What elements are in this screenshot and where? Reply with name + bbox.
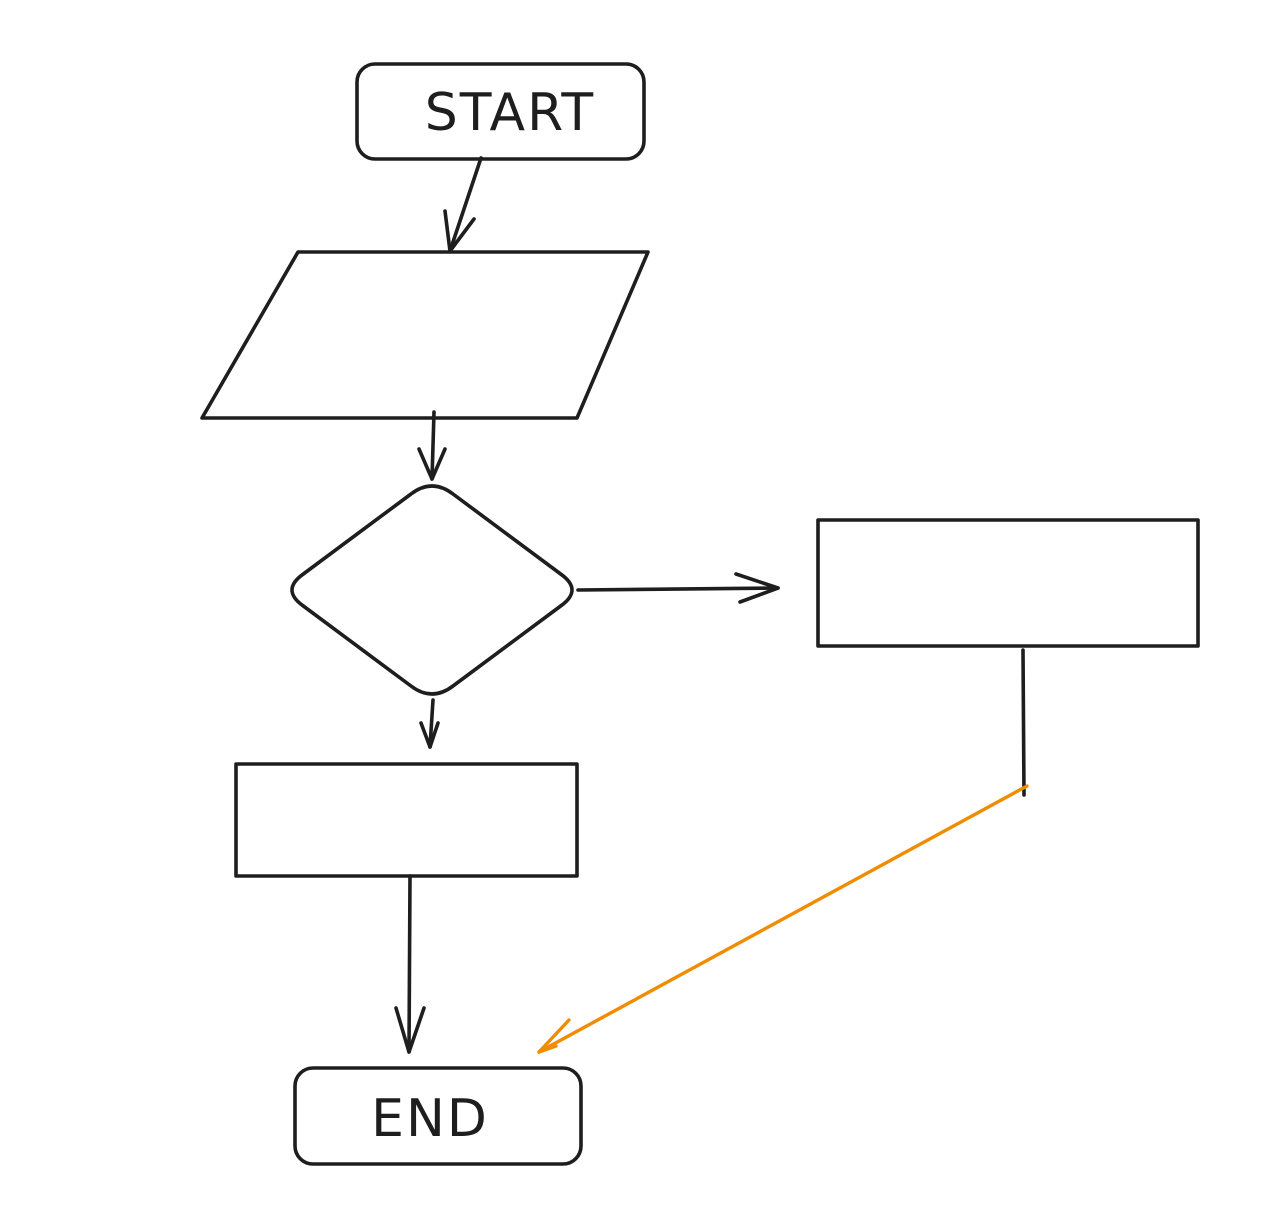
- right-process-shape: [816, 518, 1200, 648]
- start-label: START: [425, 83, 595, 143]
- decision-diamond[interactable]: [290, 484, 574, 696]
- arrow-decision-to-right-head: [734, 572, 780, 604]
- decision-diamond-shape: [290, 484, 574, 696]
- arrow-start-to-input-line: [448, 156, 483, 253]
- connector-right-process-down[interactable]: [1021, 648, 1026, 797]
- connector-right-process-down-line: [1021, 648, 1026, 797]
- input-output-parallelogram[interactable]: [200, 250, 650, 420]
- end-terminator[interactable]: END: [293, 1066, 583, 1166]
- arrow-input-to-decision-head: [417, 447, 447, 481]
- arrow-lower-to-end-head: [394, 1006, 426, 1054]
- arrow-input-to-decision-line: [430, 410, 436, 481]
- start-terminator[interactable]: START: [355, 62, 646, 161]
- arrow-decision-to-lower-head: [419, 721, 440, 749]
- right-process-box[interactable]: [816, 518, 1200, 648]
- lower-process-shape: [234, 762, 579, 878]
- arrow-decision-to-lower-process[interactable]: [419, 698, 440, 749]
- end-label: END: [371, 1089, 489, 1149]
- arrow-lower-process-to-end[interactable]: [394, 874, 426, 1054]
- arrow-right-branch-to-end[interactable]: [537, 784, 1029, 1054]
- end-terminator-shape: [293, 1066, 583, 1166]
- arrow-input-to-decision[interactable]: [417, 410, 447, 481]
- arrow-lower-to-end-line: [407, 874, 412, 1054]
- arrow-decision-to-lower-line: [428, 698, 435, 749]
- arrow-decision-to-right-process[interactable]: [576, 572, 780, 604]
- parallelogram-shape: [200, 250, 650, 420]
- arrow-decision-to-right-line: [576, 586, 780, 592]
- arrow-right-branch-to-end-line: [537, 784, 1029, 1054]
- arrow-right-branch-to-end-head: [537, 1018, 571, 1054]
- arrow-start-to-input[interactable]: [443, 156, 483, 253]
- start-terminator-shape: [355, 62, 646, 161]
- lower-process-box[interactable]: [234, 762, 579, 878]
